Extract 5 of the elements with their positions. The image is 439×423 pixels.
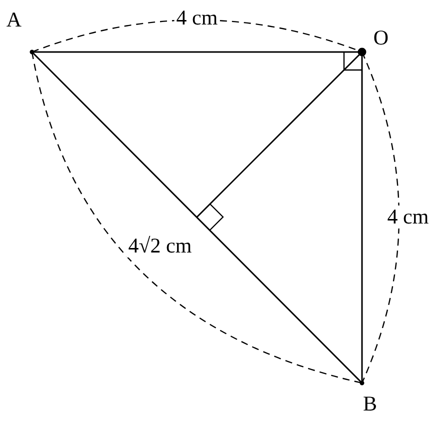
point-label: O — [372, 26, 390, 50]
dimension-label: 4√2 cm — [126, 234, 194, 258]
dimension-label: 4 cm — [385, 206, 431, 228]
point-label: B — [362, 392, 378, 416]
point-label: A — [5, 8, 23, 32]
